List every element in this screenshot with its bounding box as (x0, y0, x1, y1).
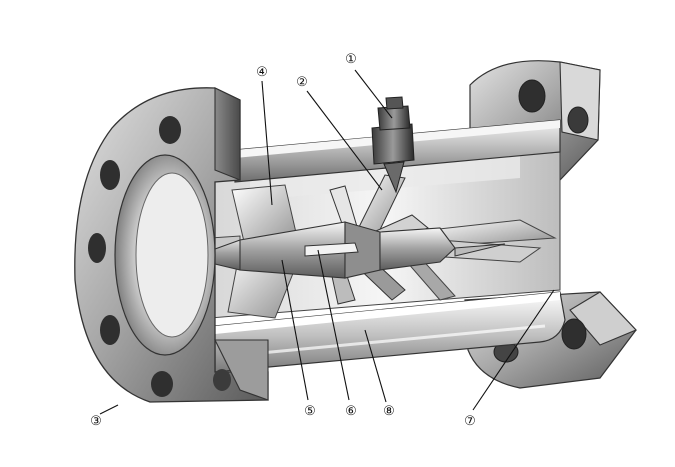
callout-label: ① (345, 52, 357, 67)
callout-5: ⑤ (304, 404, 316, 419)
callout-7: ⑦ (464, 414, 476, 429)
sensor (371, 96, 415, 194)
rear-straightener (399, 219, 557, 301)
callout-label: ④ (256, 65, 268, 80)
callout-1: ① (345, 52, 357, 67)
callout-3: ③ (90, 414, 102, 429)
callout-label: ② (296, 75, 308, 90)
body-bottom-wall (214, 291, 566, 373)
callout-label: ⑦ (464, 414, 476, 429)
callout-6: ⑥ (345, 404, 357, 419)
callout-label: ⑧ (383, 404, 395, 419)
callout-8: ⑧ (383, 404, 395, 419)
front-flange (74, 87, 269, 403)
callout-label: ③ (90, 414, 102, 429)
callout-label: ⑥ (345, 404, 357, 419)
callout-label: ⑤ (304, 404, 316, 419)
callout-4: ④ (256, 65, 268, 80)
leader-lines (99, 69, 555, 415)
hub-assembly (185, 221, 506, 279)
callout-2: ② (296, 75, 308, 90)
